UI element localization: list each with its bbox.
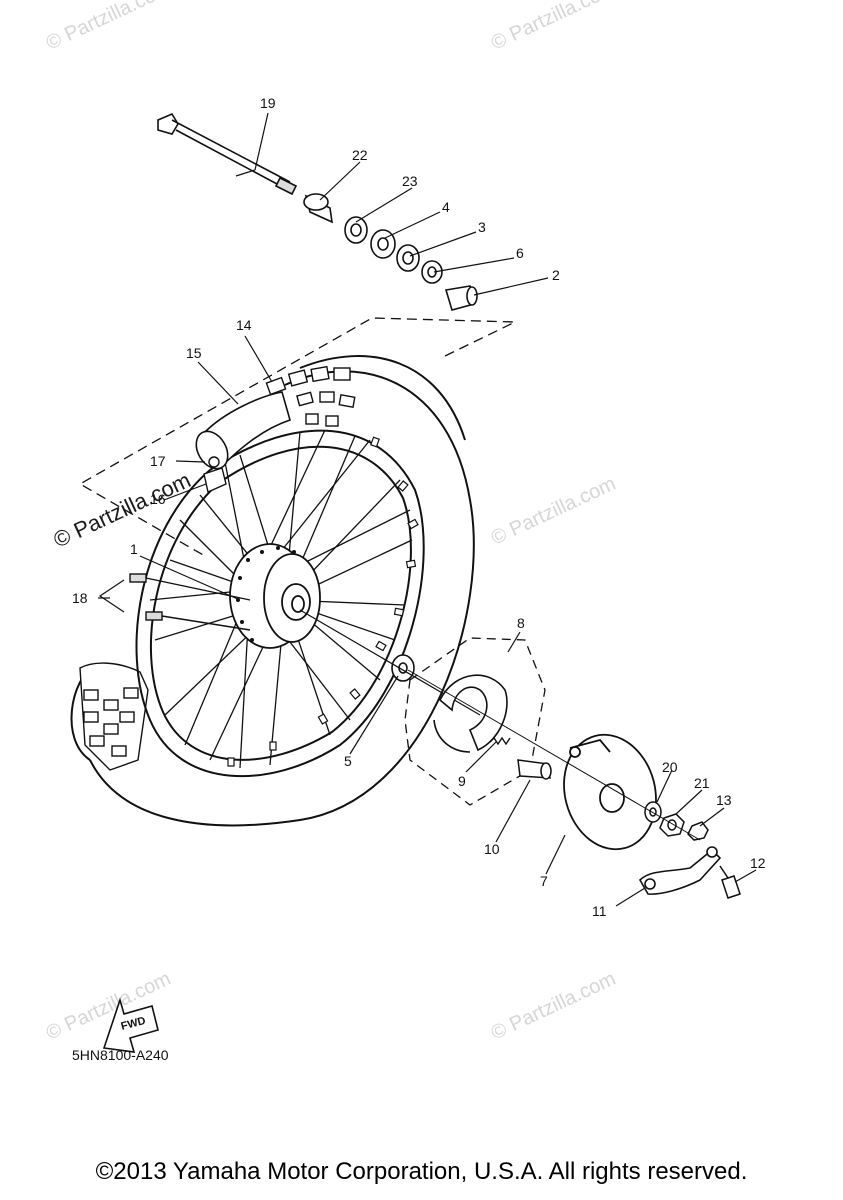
callout-22: 22 [352,147,368,163]
axle-centerline [407,669,701,841]
callout-17: 17 [150,453,166,469]
watermark-text: © Partzilla.com [43,0,174,55]
fwd-arrow-icon: FWD [102,997,159,1053]
callout-8: 8 [517,615,525,631]
oil-seal [344,216,368,244]
brake-cam-lever [639,846,722,895]
callout-20: 20 [662,759,678,775]
tire-tread [265,365,356,427]
watermarks: © Partzilla.com © Partzilla.com © Partzi… [43,0,619,1045]
callout-2: 2 [552,267,560,283]
brake-camshaft [517,759,552,780]
callout-21: 21 [694,775,710,791]
watermark-text: © Partzilla.com [50,467,195,552]
callout-19: 19 [260,95,276,111]
copyright-notice: ©2013 Yamaha Motor Corporation, U.S.A. A… [95,1158,748,1185]
tire-tread [79,662,149,771]
callout-3: 3 [478,219,486,235]
leader-lines [98,112,757,907]
callout-9: 9 [458,773,466,789]
callout-11: 11 [592,903,607,919]
brake-shoe-plate [563,733,657,851]
plain-washer [644,801,662,823]
hub [229,543,321,649]
watermark-text: © Partzilla.com [488,473,619,550]
callout-4: 4 [442,199,450,215]
callout-16: 16 [150,491,166,507]
spacer [444,285,478,311]
inner-tube [195,391,291,472]
brake-shoe-set [433,674,508,753]
brake-spring [489,736,511,746]
watermark-text: © Partzilla.com [488,0,619,55]
bearing [396,244,420,272]
callouts: 19 22 23 4 3 6 2 14 15 17 16 1 18 5 8 9 … [72,95,766,919]
axle-nut [659,813,685,837]
diagram-code: 5HN8100-A240 [72,1047,169,1063]
bearing [370,229,396,259]
pinch-bolt [719,865,741,899]
lever-nut [687,821,709,841]
callout-10: 10 [484,841,500,857]
spoke-nipples [227,436,419,767]
watermark-text: © Partzilla.com [488,968,619,1045]
collar [303,193,333,224]
callout-14: 14 [236,317,252,333]
valve-stem [203,456,227,493]
callout-15: 15 [186,345,202,361]
callout-6: 6 [516,245,524,261]
callout-23: 23 [402,173,418,189]
callout-12: 12 [750,855,766,871]
oil-seal [421,260,443,284]
axle-shaft [157,112,298,196]
callout-7: 7 [540,873,548,889]
callout-13: 13 [716,792,732,808]
callout-5: 5 [344,753,352,769]
callout-18: 18 [72,590,88,606]
callout-1: 1 [130,541,138,557]
